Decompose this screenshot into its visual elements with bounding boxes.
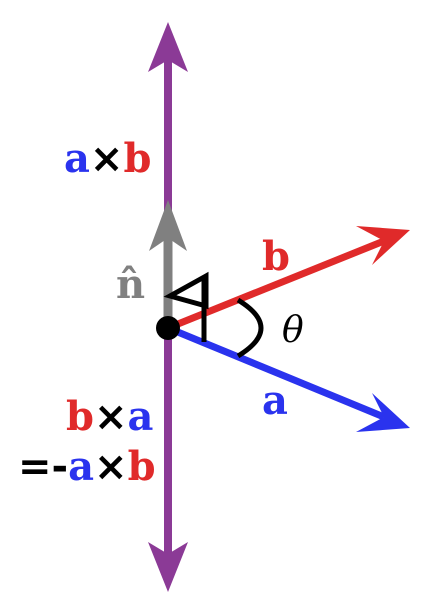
- vector-a-shaft: [166, 324, 386, 421]
- origin-point: [156, 316, 180, 340]
- label-neg-a: a: [68, 443, 94, 490]
- label-a-cross-b-times: ×: [90, 136, 124, 182]
- vector-a-arrowhead: [356, 393, 410, 432]
- label-n-hat: n̂: [116, 261, 145, 308]
- label-neg-b: b: [128, 443, 156, 490]
- label-b-cross-a-a: a: [127, 393, 153, 440]
- n-hat-arrowhead: [149, 200, 187, 251]
- axb-arrowhead: [148, 22, 188, 72]
- label-b-cross-a-times: ×: [94, 394, 128, 440]
- label-neg-eq: =-: [18, 444, 68, 490]
- bxa-arrowhead: [148, 542, 188, 592]
- label-theta: θ: [282, 310, 304, 351]
- label-vector-a: a: [262, 377, 288, 424]
- label-b-cross-a-b: b: [66, 393, 94, 440]
- angle-arc: [236, 297, 264, 359]
- label-neg-a-cross-b: =-a×b: [18, 443, 156, 490]
- vector-a: [166, 324, 410, 432]
- vector-b-arrowhead: [356, 226, 410, 265]
- right-hand-rule-flag-icon: [163, 271, 209, 342]
- label-vector-b: b: [262, 233, 290, 280]
- unit-normal-vector: [149, 200, 187, 326]
- label-b-cross-a: b×a: [66, 393, 153, 440]
- label-a-cross-b-a: a: [64, 135, 90, 182]
- label-a-cross-b: a×b: [64, 135, 151, 182]
- label-a-cross-b-b: b: [123, 135, 151, 182]
- label-neg-times: ×: [94, 444, 128, 490]
